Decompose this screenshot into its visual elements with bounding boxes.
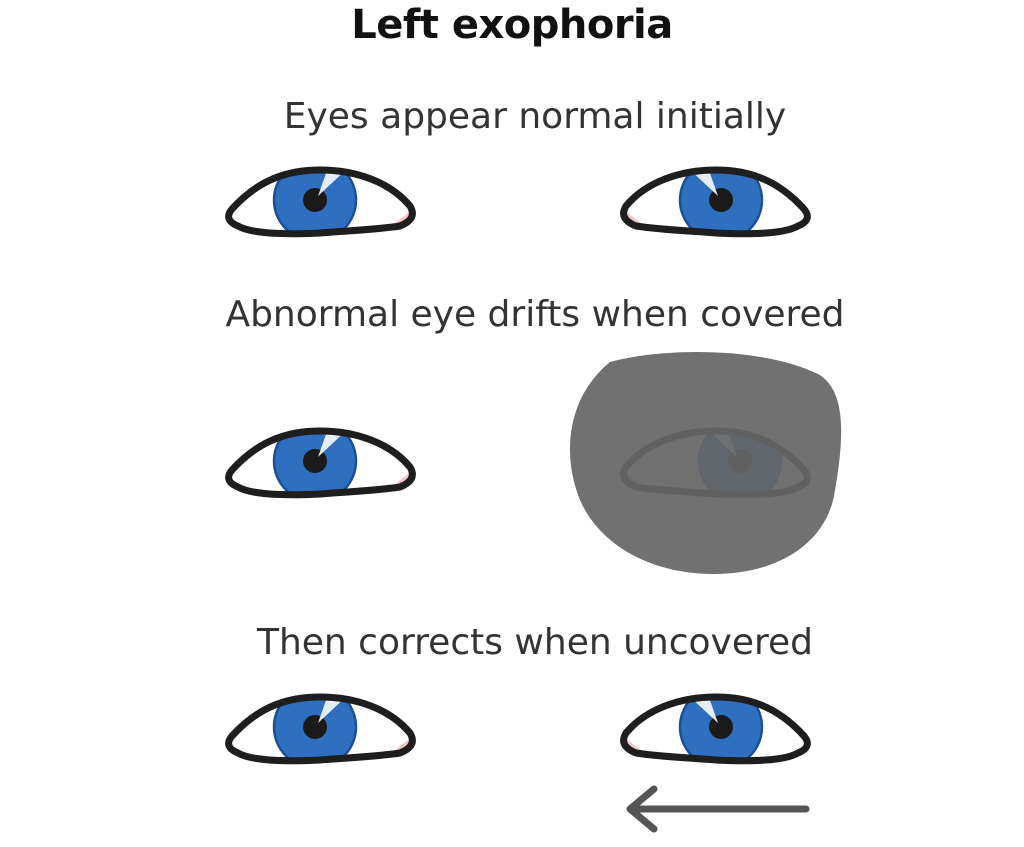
- row1-left-eye-icon: [624, 159, 808, 241]
- row2-right-eye-icon: [229, 420, 413, 502]
- step-3-caption: Then corrects when uncovered: [256, 622, 814, 663]
- step-1-caption: Eyes appear normal initially: [283, 96, 787, 137]
- arrow-left-icon: [626, 785, 810, 833]
- eye-cover-occluder: [569, 352, 842, 574]
- diagram-title: Left exophoria: [351, 2, 673, 48]
- step-2-caption: Abnormal eye drifts when covered: [225, 294, 845, 335]
- row3-right-eye-icon: [229, 686, 413, 768]
- row3-left-eye-icon: [624, 686, 808, 768]
- row1-right-eye-icon: [229, 159, 413, 241]
